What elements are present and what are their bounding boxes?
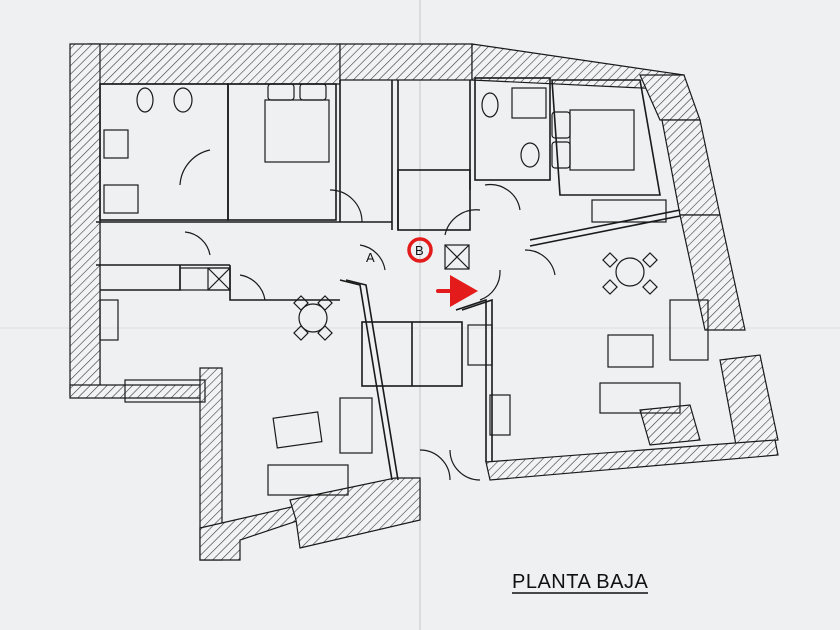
sofa-left <box>267 464 349 496</box>
wall-bottom-left <box>69 384 211 399</box>
wall-right-mid <box>679 214 746 331</box>
wall-bottom-mid <box>289 477 421 549</box>
wall-right-upper <box>639 74 701 121</box>
point-b-label: B <box>415 243 424 258</box>
wall-right <box>661 119 721 216</box>
doors <box>179 149 556 481</box>
bedroom-right <box>551 79 661 196</box>
bed-right <box>569 109 635 171</box>
wall-bottom-right <box>485 439 779 481</box>
bedroom-left <box>227 83 337 221</box>
wall-left <box>69 43 101 396</box>
exterior-walls <box>69 43 779 561</box>
interior-walls <box>96 77 681 481</box>
sofa-right <box>599 382 681 414</box>
furniture <box>99 83 709 496</box>
wall-right-lower <box>719 354 779 446</box>
coffee-table-right <box>607 334 654 368</box>
wall-top-mid <box>339 43 473 81</box>
table-right <box>615 257 645 287</box>
point-b-marker <box>407 237 433 263</box>
point-a-label: A <box>366 250 375 265</box>
table-left <box>298 303 328 333</box>
coffee-table-left <box>272 411 323 449</box>
bed-left <box>264 99 330 163</box>
plan-labels: A B <box>366 237 433 265</box>
bathroom-right <box>474 77 551 181</box>
bathroom-left <box>99 83 229 221</box>
wall-bottom-right-corner <box>639 404 701 446</box>
plan-title: PLANTA BAJA <box>512 571 648 593</box>
